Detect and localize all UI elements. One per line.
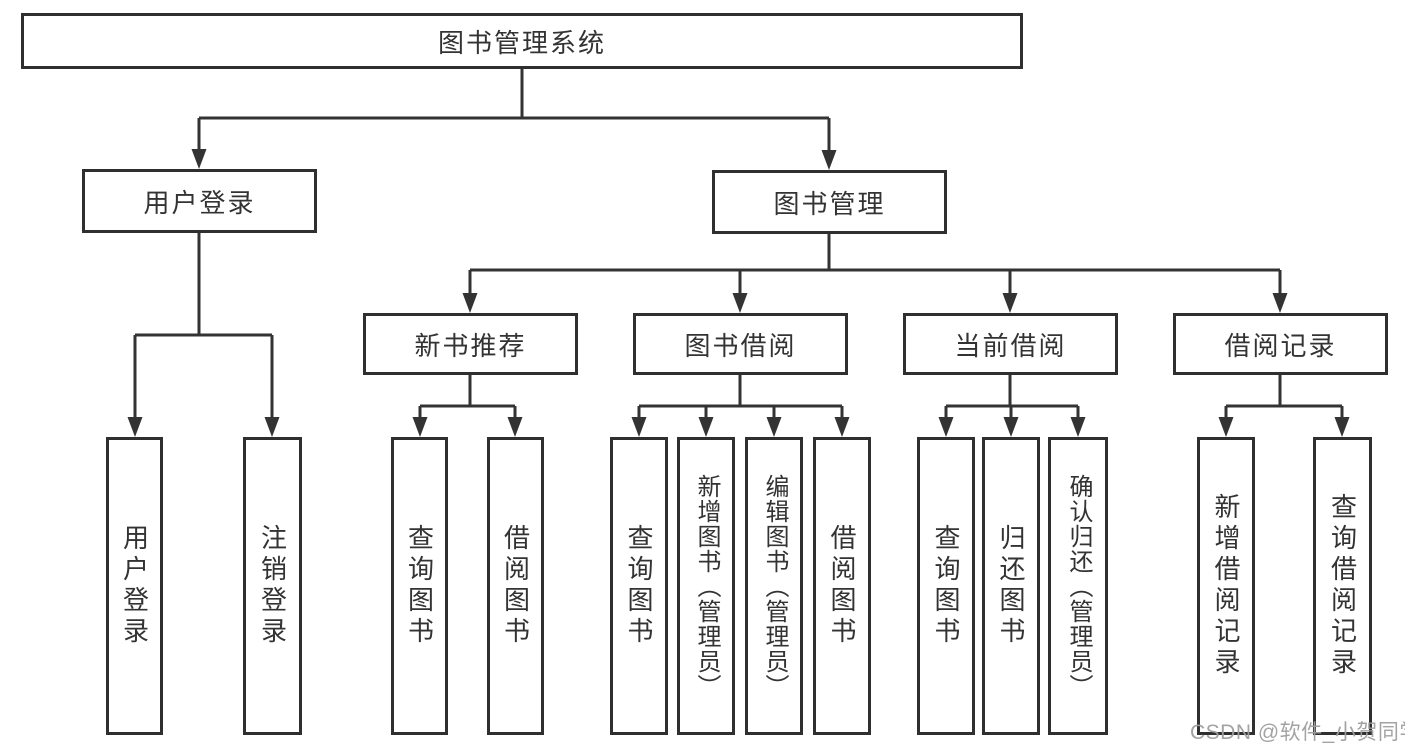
leaf-query-books: 查询图书 bbox=[610, 437, 668, 735]
leaf-query-borrow-record: 查询借阅记录 bbox=[1313, 437, 1372, 735]
watermark: CSDN @软件_小贺同学 bbox=[1190, 721, 1405, 744]
node-borrow-records: 借阅记录 bbox=[1173, 313, 1388, 375]
leaf-edit-book-admin: 编辑图书（管理员） bbox=[745, 437, 803, 735]
leaf-borrow-books: 借阅图书 bbox=[487, 437, 544, 735]
leaf-logout: 注销登录 bbox=[243, 437, 302, 735]
leaf-add-book-admin: 新增图书（管理员） bbox=[677, 437, 735, 735]
leaf-borrow-books: 借阅图书 bbox=[813, 437, 871, 735]
node-new-book-recommend: 新书推荐 bbox=[363, 313, 578, 375]
node-book-management: 图书管理 bbox=[712, 170, 947, 234]
node-book-borrow: 图书借阅 bbox=[633, 313, 848, 375]
node-user-login: 用户登录 bbox=[82, 169, 317, 233]
leaf-query-books: 查询图书 bbox=[391, 437, 448, 735]
leaf-return-books: 归还图书 bbox=[982, 437, 1040, 735]
node-root: 图书管理系统 bbox=[21, 13, 1023, 69]
leaf-user-login: 用户登录 bbox=[106, 437, 163, 735]
leaf-add-borrow-record: 新增借阅记录 bbox=[1197, 437, 1255, 735]
leaf-query-books: 查询图书 bbox=[917, 437, 975, 735]
leaf-confirm-return-admin: 确认归还（管理员） bbox=[1048, 437, 1108, 735]
node-current-borrow: 当前借阅 bbox=[903, 313, 1118, 375]
